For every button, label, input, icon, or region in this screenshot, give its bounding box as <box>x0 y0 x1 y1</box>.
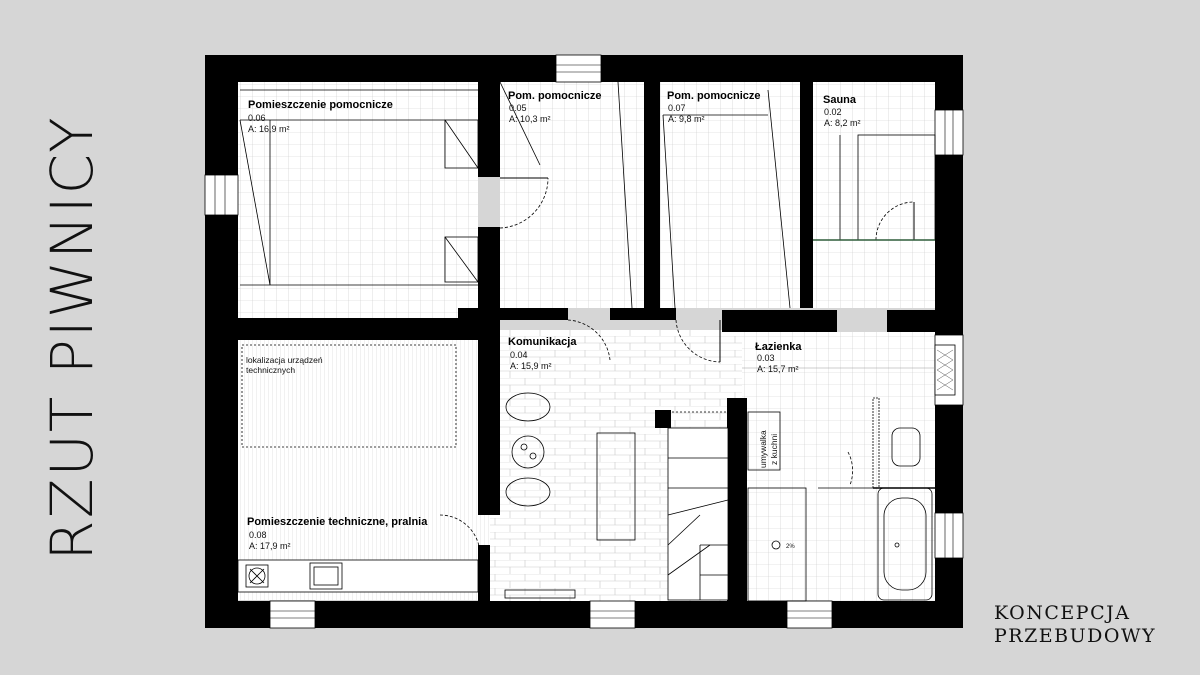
room-label-0-03: Łazienka 0.03 A: 15,7 m² <box>755 341 802 374</box>
kitchen-sink-note-line-2: z kuchni <box>769 434 779 465</box>
kitchen-sink-note-line-1: umywalka <box>758 430 768 468</box>
floor-fills <box>238 82 937 604</box>
subtitle-line-2: PRZEBUDOWY <box>994 625 1157 647</box>
window-glazing-lines <box>214 64 954 619</box>
room-label-0-06: Pomieszczenie pomocnicze 0.06 A: 16,9 m² <box>248 99 393 134</box>
subtitle-line-1: KONCEPCJA <box>994 602 1131 624</box>
technical-note-line-1: lokalizacja urządzeń <box>246 355 323 365</box>
room-number: 0.08 <box>249 530 267 540</box>
room-area: A: 15,7 m² <box>757 364 799 374</box>
grille-hatching <box>936 349 954 391</box>
room-number: 0.02 <box>824 107 842 117</box>
room-number: 0.05 <box>509 103 527 113</box>
room-name: Komunikacja <box>508 336 577 348</box>
ventilation-grille <box>934 344 956 396</box>
technical-note-line-2: technicznych <box>246 365 295 375</box>
room-area: A: 17,9 m² <box>249 541 291 551</box>
room-label-0-07: Pom. pomocnicze 0.07 A: 9,8 m² <box>667 90 761 124</box>
room-number: 0.04 <box>510 350 528 360</box>
room-number: 0.03 <box>757 353 775 363</box>
room-number: 0.06 <box>248 113 266 123</box>
room-area: A: 9,8 m² <box>668 114 705 124</box>
room-area: A: 16,9 m² <box>248 124 290 134</box>
room-details <box>237 81 936 602</box>
room-name: Łazienka <box>755 341 802 353</box>
room-area: A: 10,3 m² <box>509 114 551 124</box>
room-label-0-08: Pomieszczenie techniczne, pralnia 0.08 A… <box>247 516 428 551</box>
room-label-0-04: Komunikacja 0.04 A: 15,9 m² <box>508 336 577 371</box>
slope-note: 2% <box>786 544 795 550</box>
room-name: Pom. pomocnicze <box>667 90 761 102</box>
room-area: A: 8,2 m² <box>824 118 861 128</box>
room-area: A: 15,9 m² <box>510 361 552 371</box>
room-number: 0.07 <box>668 103 686 113</box>
room-name: Pomieszczenie techniczne, pralnia <box>247 516 428 528</box>
room-name: Pomieszczenie pomocnicze <box>248 99 393 111</box>
subtitle: KONCEPCJA PRZEBUDOWY <box>994 602 1156 648</box>
door-leaves <box>500 177 915 362</box>
room-name: Pom. pomocnicze <box>508 90 602 102</box>
doors <box>439 177 915 556</box>
room-label-0-05: Pom. pomocnicze 0.05 A: 10,3 m² <box>508 90 602 124</box>
room-label-0-02: Sauna 0.02 A: 8,2 m² <box>823 94 861 128</box>
room-name: Sauna <box>823 94 857 106</box>
